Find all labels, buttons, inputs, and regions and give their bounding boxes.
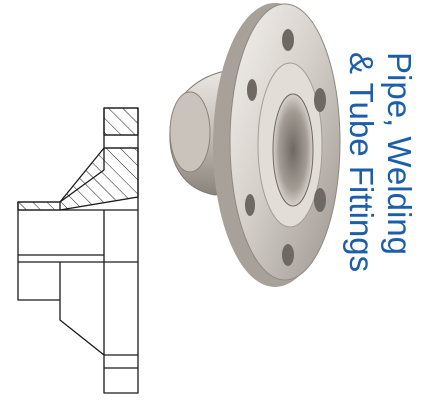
caption: Pipe, Welding & Tube Fittings bbox=[334, 52, 418, 304]
flange-section-drawing bbox=[17, 107, 139, 394]
caption-line-2: & Tube Fittings bbox=[343, 52, 380, 273]
bolt-hole bbox=[314, 88, 326, 112]
bolt-hole bbox=[245, 194, 255, 216]
flange-photo bbox=[169, 3, 341, 287]
section-hatch-flange bbox=[103, 107, 139, 136]
bolt-hole bbox=[314, 188, 326, 212]
bolt-hole bbox=[282, 29, 294, 51]
bolt-hole bbox=[247, 79, 257, 101]
bolt-hole bbox=[282, 244, 294, 266]
caption-text: Pipe, Welding & Tube Fittings bbox=[342, 52, 418, 304]
caption-line-1: Pipe, Welding bbox=[381, 52, 418, 256]
flange-outline bbox=[17, 107, 139, 394]
flange-bore bbox=[272, 93, 314, 207]
neck-end bbox=[169, 91, 211, 173]
section-hatch-hub bbox=[17, 147, 139, 211]
